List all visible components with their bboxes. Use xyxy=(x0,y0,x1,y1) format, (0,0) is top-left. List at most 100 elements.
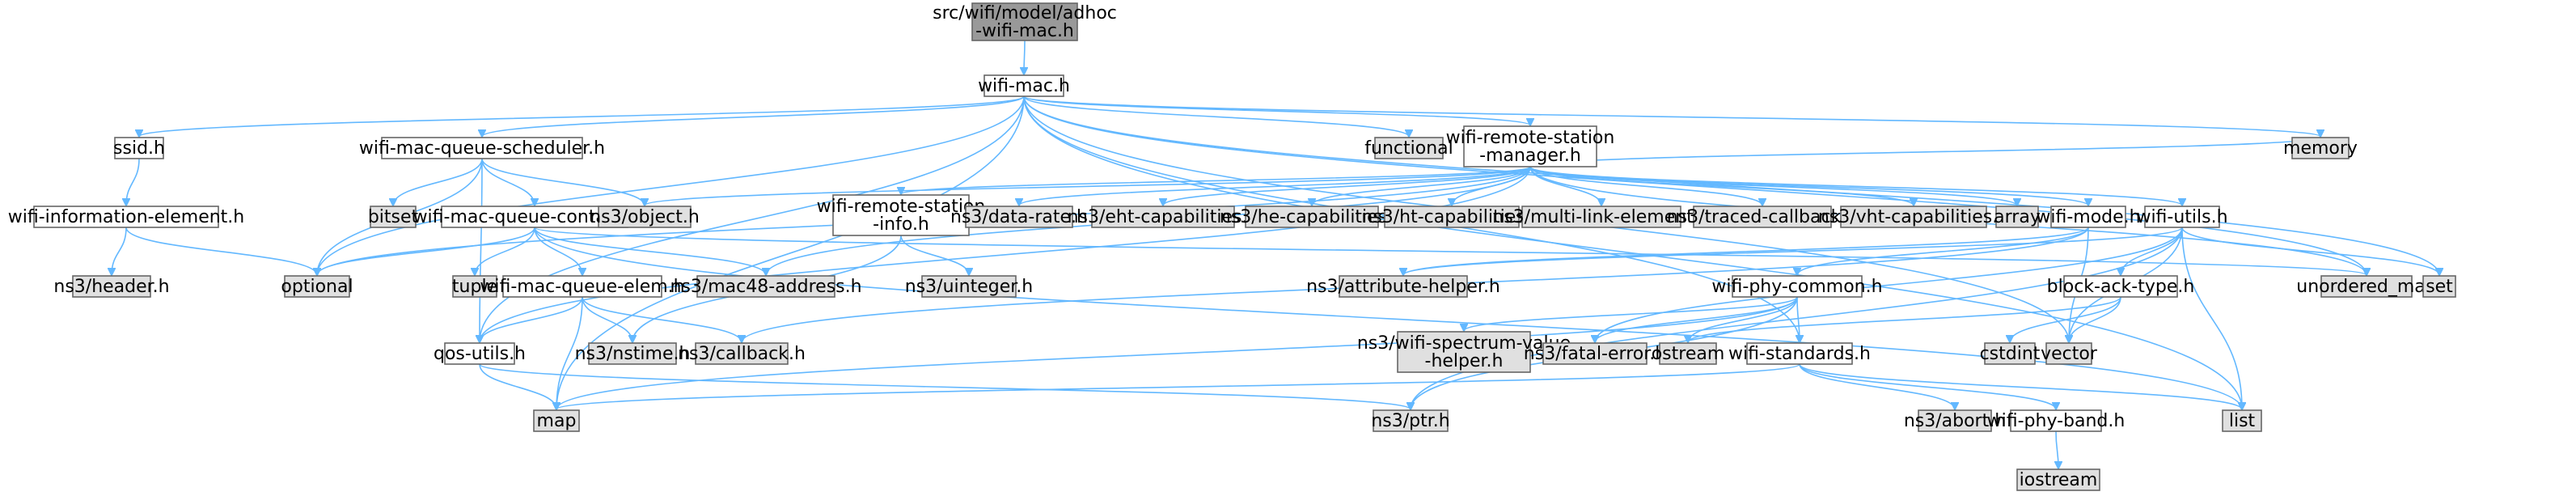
node-cstdint[interactable]: cstdint xyxy=(1980,342,2041,365)
node-optional[interactable]: optional xyxy=(281,275,353,298)
edge-wutils-to-set xyxy=(2181,227,2439,275)
node-datarate[interactable]: ns3/data-rate.h xyxy=(950,206,1088,228)
node-eht-label: ns3/eht-capabilities.h xyxy=(1068,207,1259,227)
node-wpb-label: wifi-phy-band.h xyxy=(1987,411,2126,431)
node-root-label: src/wifi/model/adhoc xyxy=(933,3,1117,23)
node-wmode[interactable]: wifi-mode.h xyxy=(2036,206,2141,228)
node-he[interactable]: ns3/he-capabilities.h xyxy=(1220,206,1404,228)
edge-wutils-to-ptr xyxy=(1411,227,2183,409)
node-map[interactable]: map xyxy=(533,409,580,432)
node-memory[interactable]: memory xyxy=(2283,137,2358,159)
node-mac48[interactable]: ns3/mac48-address.h xyxy=(670,275,862,298)
node-wutils-box xyxy=(2144,206,2220,228)
node-list[interactable]: list xyxy=(2222,409,2262,432)
node-mle[interactable]: ns3/multi-link-element.h xyxy=(1492,206,1711,228)
node-wie-label: wifi-information-element.h xyxy=(8,207,244,227)
node-tuple[interactable]: tuple xyxy=(452,275,497,298)
node-traced[interactable]: ns3/traced-callback.h xyxy=(1667,206,1859,228)
edge-wstd-to-map xyxy=(556,363,1800,409)
edge-wrsm-to-memory xyxy=(1529,137,2320,167)
node-root-label: -wifi-mac.h xyxy=(975,21,1074,41)
node-wrsi[interactable]: wifi-remote-station-info.h xyxy=(817,194,986,236)
node-vector-label: vector xyxy=(2041,344,2098,364)
node-header-label: ns3/header.h xyxy=(53,277,169,297)
node-callback-box xyxy=(695,342,789,365)
node-list-label: list xyxy=(2229,411,2256,431)
node-fatal[interactable]: ns3/fatal-error.h xyxy=(1524,342,1666,365)
node-wsvh-label: -helper.h xyxy=(1425,351,1504,371)
edge-wmqe-to-qos xyxy=(480,296,583,342)
node-array-label: array xyxy=(1994,207,2041,227)
node-set-box xyxy=(2422,275,2456,298)
node-nstime-label: ns3/nstime.h xyxy=(575,344,691,364)
edge-wrsm-to-wutils xyxy=(1529,166,2182,206)
node-wie[interactable]: wifi-information-element.h xyxy=(8,206,244,228)
node-wutils[interactable]: wifi-utils.h xyxy=(2136,206,2228,228)
edge-wmqc-to-list xyxy=(534,227,2242,409)
node-iostream-label: iostream xyxy=(2020,470,2098,490)
node-ostream-label: ostream xyxy=(1652,344,1725,364)
node-functional[interactable]: functional xyxy=(1364,137,1453,159)
node-wmqe-box xyxy=(502,275,662,298)
node-wrsi-box xyxy=(832,194,970,236)
node-ostream[interactable]: ostream xyxy=(1652,342,1725,365)
node-traced-label: ns3/traced-callback.h xyxy=(1667,207,1859,227)
node-wpc-box xyxy=(1732,275,1863,298)
node-root[interactable]: src/wifi/model/adhoc-wifi-mac.h xyxy=(933,2,1117,41)
node-nstime-box xyxy=(588,342,677,365)
node-map-label: map xyxy=(537,411,577,431)
node-qos-box xyxy=(444,342,515,365)
edge-wmqs-to-qos xyxy=(480,158,482,342)
edge-wutils-to-fatal xyxy=(1595,227,2183,342)
node-object[interactable]: ns3/object.h xyxy=(590,206,700,228)
node-qos[interactable]: qos-utils.h xyxy=(434,342,526,365)
node-traced-box xyxy=(1693,206,1832,228)
node-ht[interactable]: ns3/ht-capabilities.h xyxy=(1361,206,1542,228)
node-memory-box xyxy=(2291,137,2350,159)
edge-wifimac-to-functional xyxy=(1023,95,1409,137)
node-wifimac-label: wifi-mac.h xyxy=(978,76,1070,96)
node-bitset[interactable]: bitset xyxy=(368,206,419,228)
node-ht-box xyxy=(1384,206,1520,228)
node-header[interactable]: ns3/header.h xyxy=(53,275,170,298)
edge-wpc-to-wstd xyxy=(1797,296,1800,342)
node-wsvh[interactable]: ns3/wifi-spectrum-value-helper.h xyxy=(1357,331,1571,373)
node-vector-box xyxy=(2045,342,2092,365)
node-abort[interactable]: ns3/abort.h xyxy=(1904,409,2006,432)
edge-wrsm-to-datarate xyxy=(1019,166,1531,206)
node-iostream[interactable]: iostream xyxy=(2016,468,2100,491)
node-wifimac[interactable]: wifi-mac.h xyxy=(978,74,1070,97)
node-vht[interactable]: ns3/vht-capabilities.h xyxy=(1818,206,2009,228)
node-wrsi-label: wifi-remote-station xyxy=(817,197,986,217)
node-uinteger[interactable]: ns3/uinteger.h xyxy=(905,275,1033,298)
node-eht[interactable]: ns3/eht-capabilities.h xyxy=(1068,206,1259,228)
node-bat[interactable]: block-ack-type.h xyxy=(2047,275,2195,298)
node-set[interactable]: set xyxy=(2422,275,2456,298)
node-callback-label: ns3/callback.h xyxy=(678,344,806,364)
node-wstd[interactable]: wifi-standards.h xyxy=(1728,342,1871,365)
edge-wutils-to-attr xyxy=(1403,227,2183,275)
node-abort-box xyxy=(1918,409,1992,432)
node-eht-box xyxy=(1091,206,1235,228)
node-wpb[interactable]: wifi-phy-band.h xyxy=(1987,409,2126,432)
node-wmqe[interactable]: wifi-mac-queue-elem.h xyxy=(480,275,685,298)
node-wrsm[interactable]: wifi-remote-station-manager.h xyxy=(1446,125,1615,167)
edge-wifimac-to-umap xyxy=(1023,95,2367,275)
node-wpc[interactable]: wifi-phy-common.h xyxy=(1711,275,1883,298)
node-ssid[interactable]: ssid.h xyxy=(113,137,165,159)
node-array[interactable]: array xyxy=(1994,206,2041,228)
edge-wie-to-optional xyxy=(125,227,317,275)
node-iostream-box xyxy=(2016,468,2100,491)
node-vector[interactable]: vector xyxy=(2041,342,2098,365)
node-attr[interactable]: ns3/attribute-helper.h xyxy=(1306,275,1500,298)
node-bat-label: block-ack-type.h xyxy=(2047,277,2195,297)
node-callback[interactable]: ns3/callback.h xyxy=(678,342,806,365)
node-wmqs[interactable]: wifi-mac-queue-scheduler.h xyxy=(359,137,605,159)
node-optional-label: optional xyxy=(281,277,353,297)
node-nstime[interactable]: ns3/nstime.h xyxy=(575,342,691,365)
node-ostream-box xyxy=(1659,342,1717,365)
node-umap[interactable]: unordered_map xyxy=(2296,275,2437,298)
edge-wifimac-to-wmqs xyxy=(482,95,1025,137)
edge-wmqc-to-optional xyxy=(317,227,535,275)
node-ptr[interactable]: ns3/ptr.h xyxy=(1371,409,1450,432)
